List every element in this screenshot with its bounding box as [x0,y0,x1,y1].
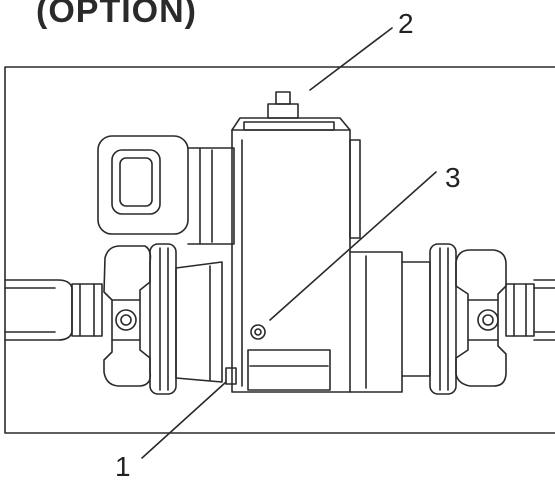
right-flange-yoke [429,243,457,395]
option-title: (OPTION) [36,0,197,30]
leader-line-3 [269,171,437,321]
callout-2: 2 [398,8,414,39]
upper-output-housing [97,135,235,245]
check-plug [250,324,266,340]
right-drive-shaft [505,279,555,341]
left-flange-yoke [149,243,177,395]
leader-line-2 [309,27,393,91]
callout-1: 1 [115,451,131,482]
leader-line-1 [141,381,227,459]
top-sensor [267,91,299,119]
left-drive-shaft [4,279,103,341]
left-hub [175,261,223,383]
right-hub [349,251,431,393]
callout-3: 3 [445,162,461,193]
right-universal-joint [455,249,507,387]
lower-plate [225,349,331,391]
main-case-body [231,117,361,393]
left-universal-joint [103,245,152,387]
diagram-frame [4,66,555,434]
